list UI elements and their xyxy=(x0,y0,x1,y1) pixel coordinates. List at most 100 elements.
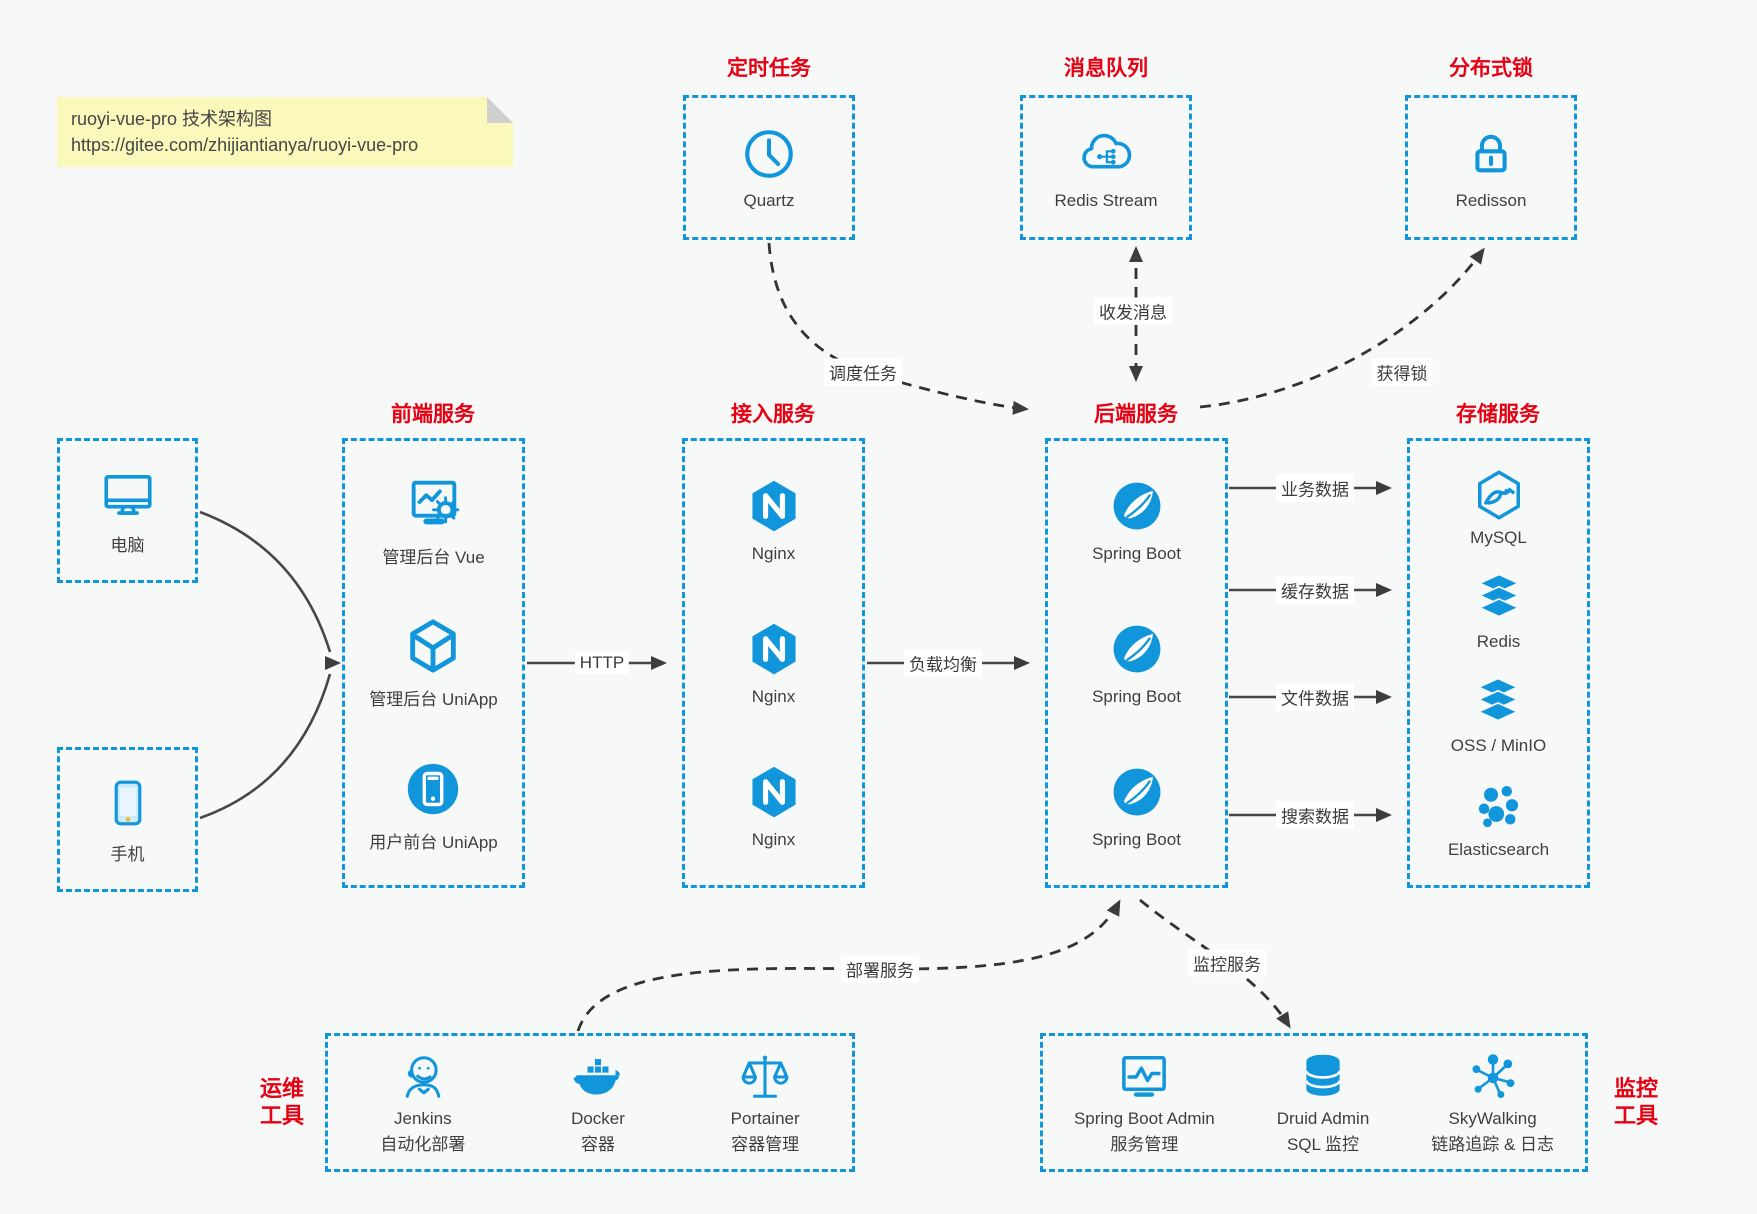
cloud-mq-icon xyxy=(1077,125,1135,183)
edge-phone-to-frontend xyxy=(199,673,332,820)
redis-label: Redis xyxy=(1476,631,1521,651)
phone-label: 手机 xyxy=(110,845,145,864)
nginx-label: Nginx xyxy=(751,686,796,706)
computer-client-box: 电脑 xyxy=(57,438,198,583)
oss-minio-icon xyxy=(1470,675,1526,731)
portainer-caption: 容器管理 xyxy=(731,1134,800,1154)
note-fold-corner xyxy=(487,97,513,123)
nginx-label: Nginx xyxy=(751,544,796,564)
monitor-tools-side-label: 监控 工具 xyxy=(1613,1076,1658,1128)
edge-label-schedule-task: 调度任务 xyxy=(824,358,902,386)
redisson-box: Redisson xyxy=(1405,95,1577,240)
redis-stream-box: Redis Stream xyxy=(1020,95,1192,240)
edge-label-cache-data: 缓存数据 xyxy=(1276,576,1354,604)
druid-admin-name: Druid Admin xyxy=(1276,1108,1370,1128)
phone-item: 手机 xyxy=(99,774,157,865)
phone-icon xyxy=(99,774,157,832)
jenkins-name: Jenkins xyxy=(394,1108,452,1128)
spring-boot-item: Spring Boot xyxy=(1092,619,1181,707)
edge-label-acquire-lock: 获得锁 xyxy=(1371,358,1433,386)
redisson-item: Redisson xyxy=(1455,125,1527,211)
group-title-gateway: 接入服务 xyxy=(731,403,815,426)
edge-acquire-lock-arrow xyxy=(1199,247,1485,409)
jenkins-icon xyxy=(395,1049,451,1105)
docker-name: Docker xyxy=(571,1108,625,1128)
skywalking-caption: 链路追踪 & 日志 xyxy=(1431,1134,1555,1154)
redis-icon xyxy=(1471,571,1527,627)
nginx-item: Nginx xyxy=(744,619,804,707)
edge-label-search-data: 搜索数据 xyxy=(1276,801,1354,829)
storage-box: MySQL Redis OSS / MinIO Elasticsearch xyxy=(1407,438,1590,888)
user-uniapp-item: 用户前台 UniApp xyxy=(369,758,498,853)
quartz-label: Quartz xyxy=(743,190,795,210)
admin-uniapp-item: 管理后台 UniApp xyxy=(369,615,498,710)
spring-boot-label: Spring Boot xyxy=(1092,686,1181,706)
redis-stream-label: Redis Stream xyxy=(1054,190,1158,210)
jenkins-caption: 自动化部署 xyxy=(380,1134,466,1154)
druid-admin-caption: SQL 监控 xyxy=(1286,1134,1360,1154)
user-app-icon xyxy=(402,758,464,820)
spring-boot-admin-icon xyxy=(1116,1049,1172,1105)
oss-minio-item: OSS / MinIO xyxy=(1451,675,1546,756)
computer-item: 电脑 xyxy=(99,465,157,556)
mysql-label: MySQL xyxy=(1470,527,1527,547)
admin-vue-item: 管理后台 Vue xyxy=(382,473,485,568)
edge-label-send-receive-msg: 收发消息 xyxy=(1094,297,1172,325)
docker-item: Docker 容器 xyxy=(570,1049,626,1157)
edge-label-deploy-service: 部署服务 xyxy=(841,955,919,983)
elasticsearch-item: Elasticsearch xyxy=(1448,779,1549,860)
ops-tools-box: Jenkins 自动化部署 Docker 容器 Portainer 容器管理 xyxy=(325,1033,855,1172)
oss-minio-label: OSS / MinIO xyxy=(1450,735,1547,755)
nginx-icon xyxy=(744,619,804,679)
edge-label-load-balance: 负载均衡 xyxy=(904,649,982,677)
ops-tools-side-label: 运维 工具 xyxy=(259,1076,304,1128)
spring-boot-admin-name: Spring Boot Admin xyxy=(1073,1108,1215,1128)
elasticsearch-icon xyxy=(1470,779,1526,835)
nginx-label: Nginx xyxy=(751,829,796,849)
nginx-icon xyxy=(744,762,804,822)
note-url: https://gitee.com/zhijiantianya/ruoyi-vu… xyxy=(71,135,419,155)
title-note: ruoyi-vue-pro 技术架构图 https://gitee.com/zh… xyxy=(57,97,513,167)
mysql-icon xyxy=(1471,467,1527,523)
gateway-box: Nginx Nginx Nginx xyxy=(682,438,865,888)
quartz-box: Quartz xyxy=(683,95,855,240)
spring-boot-admin-caption: 服务管理 xyxy=(1110,1134,1179,1154)
spring-boot-item: Spring Boot xyxy=(1092,762,1181,850)
admin-uniapp-label: 管理后台 UniApp xyxy=(369,690,498,710)
edge-label-monitor-service: 监控服务 xyxy=(1188,949,1266,977)
druid-icon xyxy=(1295,1049,1351,1105)
admin-vue-icon xyxy=(403,473,465,535)
group-title-message-queue: 消息队列 xyxy=(1064,57,1148,80)
spring-boot-icon xyxy=(1107,476,1167,536)
spring-boot-icon xyxy=(1107,619,1167,679)
portainer-name: Portainer xyxy=(730,1108,800,1128)
spring-boot-label: Spring Boot xyxy=(1092,829,1181,849)
group-title-backend: 后端服务 xyxy=(1094,403,1178,426)
group-title-storage: 存储服务 xyxy=(1456,403,1540,426)
jenkins-item: Jenkins 自动化部署 xyxy=(380,1049,465,1157)
spring-boot-icon xyxy=(1107,762,1167,822)
lock-icon xyxy=(1462,125,1520,183)
nginx-item: Nginx xyxy=(744,476,804,564)
cube-icon xyxy=(402,615,464,677)
quartz-item: Quartz xyxy=(740,125,798,211)
frontend-box: 管理后台 Vue 管理后台 UniApp 用户前台 UniApp xyxy=(342,438,525,888)
mysql-item: MySQL xyxy=(1470,467,1527,548)
skywalking-name: SkyWalking xyxy=(1448,1108,1537,1128)
docker-icon xyxy=(570,1049,626,1105)
monitor-tools-box: Spring Boot Admin 服务管理 Druid Admin SQL 监… xyxy=(1040,1033,1588,1172)
portainer-icon xyxy=(737,1049,793,1105)
redisson-label: Redisson xyxy=(1455,190,1527,210)
spring-boot-item: Spring Boot xyxy=(1092,476,1181,564)
druid-admin-item: Druid Admin SQL 监控 xyxy=(1276,1049,1370,1157)
clock-icon xyxy=(740,125,798,183)
backend-box: Spring Boot Spring Boot Spring Boot xyxy=(1045,438,1228,888)
edge-label-http: HTTP xyxy=(574,652,630,674)
group-title-distributed-lock: 分布式锁 xyxy=(1449,57,1533,80)
computer-label: 电脑 xyxy=(110,536,145,555)
computer-icon xyxy=(99,465,157,523)
nginx-icon xyxy=(744,476,804,536)
skywalking-item: SkyWalking 链路追踪 & 日志 xyxy=(1431,1049,1554,1157)
phone-client-box: 手机 xyxy=(57,747,198,892)
